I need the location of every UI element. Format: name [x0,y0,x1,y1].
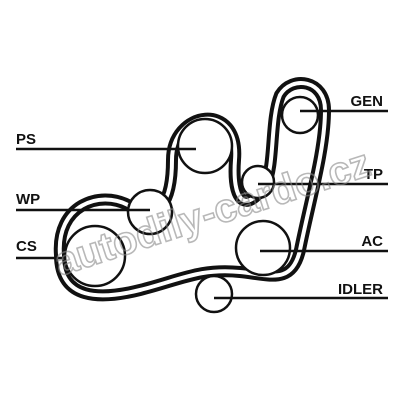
pulley-wp [126,188,174,236]
label-ac: AC [361,233,383,250]
pulley-ac [234,219,292,277]
label-gen: GEN [350,93,383,110]
pulley-cs [63,224,127,288]
pulley-ps [176,117,234,175]
label-tp: TP [364,166,383,183]
label-wp: WP [16,191,40,208]
pulley-tp [240,164,276,200]
pulley-idler [194,274,234,314]
label-ps: PS [16,131,36,148]
pulley-gen [280,95,320,135]
label-cs: CS [16,238,37,255]
label-idler: IDLER [338,281,383,298]
